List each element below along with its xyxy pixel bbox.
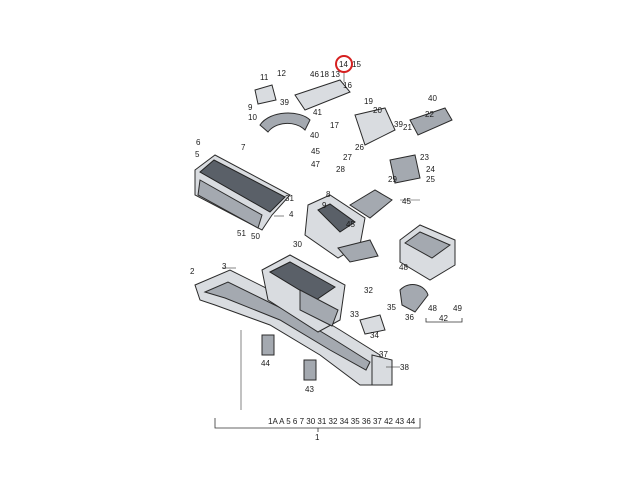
callout-42: 42 (439, 314, 448, 323)
callout-9: 9 (248, 103, 253, 112)
callout-labels: 14 15 11 12 46 18 13 16 39 9 10 41 17 40… (190, 60, 462, 442)
callout-9b: 9 (322, 201, 327, 210)
callout-18: 18 (320, 70, 329, 79)
callout-36: 36 (405, 313, 414, 322)
callout-45: 45 (311, 147, 320, 156)
highlight-circle (335, 55, 353, 73)
callout-2: 2 (190, 267, 195, 276)
callout-25: 25 (426, 175, 435, 184)
callout-11: 11 (260, 73, 269, 82)
callout-19: 19 (364, 97, 373, 106)
callout-20: 20 (373, 106, 382, 115)
callout-28: 28 (336, 165, 345, 174)
callout-48: 48 (399, 263, 408, 272)
filter-cover (399, 224, 456, 281)
callout-45b: 45 (402, 197, 411, 206)
callout-34: 34 (370, 331, 379, 340)
callout-15: 15 (352, 60, 361, 69)
callout-38: 38 (400, 363, 409, 372)
callout-13: 13 (331, 70, 340, 79)
callout-47: 47 (311, 160, 320, 169)
intake-hose (349, 189, 393, 219)
callout-43: 43 (305, 385, 314, 394)
callout-51: 51 (237, 229, 246, 238)
callout-3: 3 (222, 262, 227, 271)
callout-27: 27 (343, 153, 352, 162)
air-filter-element (194, 154, 291, 231)
upper-pipes (254, 79, 453, 184)
callout-5: 5 (195, 150, 200, 159)
callout-48b: 48 (428, 304, 437, 313)
callout-49: 49 (453, 304, 462, 313)
callout-44: 44 (261, 359, 270, 368)
callout-37: 37 (379, 350, 388, 359)
callout-17: 17 (330, 121, 339, 130)
callout-12: 12 (277, 69, 286, 78)
callout-39b: 39 (394, 120, 403, 129)
callout-14: 14 (339, 60, 348, 69)
callout-46: 46 (310, 70, 319, 79)
callout-1: 1 (315, 433, 320, 442)
callout-39: 39 (280, 98, 289, 107)
callout-21: 21 (403, 123, 412, 132)
callout-10: 10 (248, 113, 257, 122)
throttle-body-assembly (304, 194, 379, 263)
callout-33: 33 (350, 310, 359, 319)
callout-45c: 45 (346, 220, 355, 229)
callout-22: 22 (425, 110, 434, 119)
callout-6: 6 (196, 138, 201, 147)
callout-32: 32 (364, 286, 373, 295)
callout-50: 50 (251, 232, 260, 241)
bottom-sequence: 1A A 5 6 7 30 31 32 34 35 36 37 42 43 44 (268, 417, 416, 426)
leader-lines (222, 72, 420, 410)
callout-26: 26 (355, 143, 364, 152)
callout-40: 40 (428, 94, 437, 103)
callout-40b: 40 (310, 131, 319, 140)
callout-24: 24 (426, 165, 435, 174)
callout-30: 30 (293, 240, 302, 249)
small-fittings (261, 284, 429, 381)
callout-8: 8 (326, 190, 331, 199)
callout-23: 23 (420, 153, 429, 162)
callout-16: 16 (343, 81, 352, 90)
callout-7: 7 (241, 143, 246, 152)
callout-35: 35 (387, 303, 396, 312)
callout-4: 4 (289, 210, 294, 219)
callout-31: 31 (285, 194, 294, 203)
group-bracket (214, 318, 463, 432)
callout-41: 41 (313, 108, 322, 117)
callout-29: 29 (388, 175, 397, 184)
air-filter-housing (261, 254, 346, 333)
